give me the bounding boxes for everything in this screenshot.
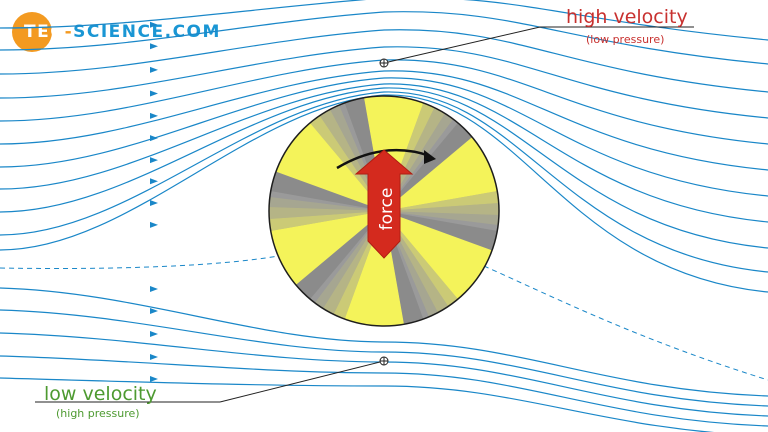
flow-arrow-icon	[150, 112, 158, 119]
flow-arrow-icon	[150, 331, 158, 337]
cylinder-sector	[384, 201, 499, 216]
cylinder-sector	[361, 96, 429, 211]
flow-arrow-icon	[150, 286, 158, 292]
cylinder-sector	[284, 211, 384, 311]
logo-badge	[12, 12, 52, 52]
tec-science-logo: TEC-SCIENCE.COM	[12, 12, 219, 52]
streamline-upper	[0, 83, 768, 223]
cylinder-sector	[384, 188, 499, 211]
cylinder-sector	[315, 211, 384, 326]
flow-arrow-icon	[150, 43, 158, 50]
streamline-upper	[0, 11, 768, 65]
dividing-streamline-left	[0, 255, 279, 269]
low-velocity-pointer	[35, 356, 389, 403]
streamline-lower	[0, 377, 715, 432]
low-pressure-label: (low pressure)	[586, 33, 665, 46]
streamline-upper	[0, 70, 768, 171]
cylinder-sector	[311, 96, 384, 211]
cylinder-sector	[269, 211, 384, 234]
flow-arrow-icon	[150, 66, 158, 73]
logo-text-science: SCIENCE.COM	[73, 22, 221, 42]
high-velocity-label: high velocity	[566, 6, 688, 28]
force-label: force	[377, 188, 397, 231]
streamline-upper	[0, 0, 768, 41]
streamline-lower	[0, 309, 768, 407]
flow-arrow-icon	[150, 200, 158, 207]
flow-arrow-icon	[150, 90, 158, 97]
streamline-upper	[0, 94, 768, 293]
logo-text-dash: -	[64, 22, 74, 42]
cylinder-sector	[384, 211, 468, 319]
force-arrow: force	[354, 149, 414, 259]
low-velocity-marker-icon	[379, 356, 389, 366]
streamline-upper	[0, 46, 768, 119]
cylinder-sector	[384, 211, 499, 256]
low-velocity-label: low velocity	[44, 383, 157, 405]
cylinder-sector	[384, 111, 484, 211]
flow-arrow-icon	[150, 376, 158, 382]
flow-arrow-icon	[150, 354, 158, 360]
cylinder-sector	[269, 206, 384, 221]
high-velocity-marker-icon	[379, 58, 389, 68]
cylinder-sector	[305, 211, 384, 322]
flow-arrow-icon	[150, 157, 158, 164]
dividing-streamline-right	[483, 265, 768, 381]
cylinder-sector	[339, 211, 407, 326]
streamline-lower	[0, 355, 768, 427]
cylinder-sector	[300, 103, 384, 211]
cylinder-sector	[269, 166, 384, 211]
flow-arrow-icon	[150, 178, 158, 185]
streamline-upper	[0, 29, 768, 93]
high-pressure-label: (high pressure)	[56, 407, 140, 420]
streamline-upper	[0, 91, 768, 273]
cylinder-sector	[269, 195, 384, 211]
cylinder-sector	[384, 211, 457, 326]
streamline-lower	[0, 287, 768, 397]
flow-arrow-icon	[150, 308, 158, 314]
flow-arrow-icon	[150, 221, 158, 228]
cylinder-sector	[384, 100, 463, 211]
high-velocity-pointer	[379, 26, 694, 68]
streamline-upper	[0, 77, 768, 197]
cylinder-sector	[384, 211, 499, 227]
streamline-upper	[0, 87, 768, 249]
flow-arrow-icon	[150, 21, 158, 28]
